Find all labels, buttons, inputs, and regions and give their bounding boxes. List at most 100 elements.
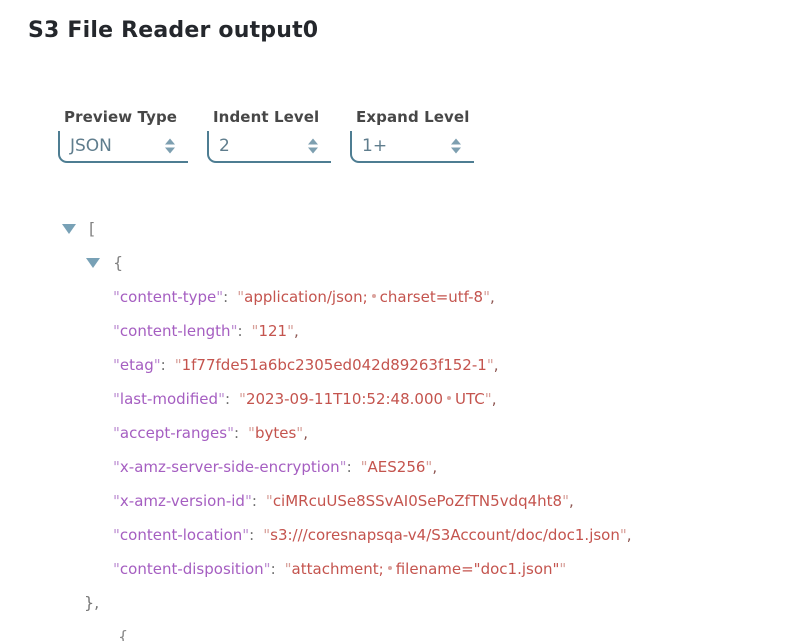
- key-quote: ": [113, 356, 120, 374]
- json-value: 2023-09-11T10:52:48.000: [245, 390, 444, 408]
- json-tree-row: "content-type":"application/json;charset…: [62, 280, 632, 314]
- json-key: x-amz-server-side-encryption: [119, 458, 340, 476]
- whitespace-dot-icon: [447, 396, 452, 400]
- key-quote: ": [339, 458, 347, 476]
- value-quote: ": [562, 492, 569, 510]
- expand-level-label: Expand Level: [356, 108, 470, 126]
- colon: :: [224, 390, 231, 408]
- json-value: s3:///coresnapsqa-v4/S3Account/doc/doc1.…: [270, 526, 620, 544]
- collapse-arrow-icon[interactable]: [86, 258, 100, 268]
- json-value: ciMRcuUSe8SSvAI0SePoZfTN5vdq4ht8: [272, 492, 563, 510]
- key-quote: ": [113, 322, 120, 340]
- key-quote: ": [153, 356, 161, 374]
- arrow-down-icon[interactable]: [308, 147, 318, 154]
- json-tree-row: [: [62, 212, 632, 246]
- value-quote: ": [559, 560, 567, 578]
- value-quote: ": [237, 288, 245, 306]
- expand-level-control: Expand Level 1+: [350, 108, 474, 163]
- json-value: attachment;: [291, 560, 384, 578]
- indent-level-value: 2: [219, 136, 230, 156]
- value-quote: ": [296, 424, 304, 442]
- spinner-icon: [451, 138, 461, 154]
- value-quote: ": [619, 526, 627, 544]
- json-tree-row: "x-amz-version-id":"ciMRcuUSe8SSvAI0SePo…: [62, 484, 632, 518]
- indent-level-control: Indent Level 2: [207, 108, 331, 163]
- colon: :: [251, 492, 257, 510]
- json-tree-row: "content-location":"s3:///coresnapsqa-v4…: [62, 518, 632, 552]
- json-key: content-location: [119, 526, 243, 544]
- colon: :: [249, 526, 255, 544]
- array-open-bracket: [: [89, 219, 96, 238]
- json-tree-row: {: [62, 246, 632, 280]
- json-tree-row: "accept-ranges":"bytes",: [62, 416, 632, 450]
- json-value: 1f77fde51a6bc2305ed042d89263f152-1: [181, 356, 487, 374]
- value-quote: ": [425, 458, 433, 476]
- json-tree-row: "content-length":"121",: [62, 314, 632, 348]
- key-quote: ": [263, 560, 271, 578]
- colon: :: [223, 288, 229, 306]
- arrow-down-icon[interactable]: [451, 147, 461, 154]
- value-quote: ": [174, 356, 182, 374]
- json-key: etag: [119, 356, 154, 374]
- json-value: bytes: [254, 424, 297, 442]
- indent-level-label: Indent Level: [213, 108, 320, 126]
- trailing-comma: ,: [569, 492, 574, 510]
- json-key: content-disposition: [119, 560, 264, 578]
- arrow-up-icon[interactable]: [165, 138, 175, 145]
- preview-type-select[interactable]: JSON: [58, 131, 188, 163]
- key-quote: ": [113, 424, 120, 442]
- expand-level-select[interactable]: 1+: [350, 131, 474, 163]
- json-value: AES256: [367, 458, 426, 476]
- json-key: last-modified: [119, 390, 219, 408]
- key-quote: ": [242, 526, 250, 544]
- preview-type-label: Preview Type: [64, 108, 178, 126]
- json-key: x-amz-version-id: [119, 492, 245, 510]
- object-close-brace: },: [84, 593, 100, 612]
- arrow-down-icon[interactable]: [165, 147, 175, 154]
- json-tree-row: "content-disposition":"attachment;filena…: [62, 552, 632, 586]
- value-quote: ": [287, 322, 294, 340]
- key-quote: ": [244, 492, 252, 510]
- key-quote: ": [113, 458, 120, 476]
- json-value: charset=utf-8: [379, 288, 484, 306]
- arrow-up-icon[interactable]: [451, 138, 461, 145]
- json-key: accept-ranges: [119, 424, 228, 442]
- json-key: content-type: [119, 288, 217, 306]
- object-open-brace: {: [113, 253, 124, 272]
- page-title: S3 File Reader output0: [28, 18, 319, 43]
- expand-level-value: 1+: [362, 136, 388, 156]
- spinner-icon: [165, 138, 175, 154]
- json-tree-row: "etag":"1f77fde51a6bc2305ed042d89263f152…: [62, 348, 632, 382]
- trailing-comma: ,: [293, 322, 299, 340]
- key-quote: ": [216, 288, 224, 306]
- colon: :: [346, 458, 352, 476]
- value-quote: ": [284, 560, 292, 578]
- json-value: UTC: [455, 390, 485, 408]
- value-quote: ": [484, 390, 492, 408]
- json-value: filename="doc1.json": [395, 560, 560, 578]
- preview-type-value: JSON: [70, 136, 112, 156]
- trailing-comma: ,: [626, 526, 632, 544]
- indent-level-select[interactable]: 2: [207, 131, 331, 163]
- json-tree-row: "last-modified":"2023-09-11T10:52:48.000…: [62, 382, 632, 416]
- next-object-brace-partial: {: [118, 627, 129, 641]
- json-value: 121: [258, 322, 288, 340]
- colon: :: [233, 424, 240, 442]
- key-quote: ": [113, 288, 120, 306]
- preview-controls: Preview Type JSON Indent Level 2 Expand …: [58, 108, 474, 163]
- key-quote: ": [218, 390, 225, 408]
- value-quote: ": [239, 390, 246, 408]
- json-tree: [ { "content-type":"application/json;chars…: [62, 212, 632, 641]
- key-quote: ": [113, 390, 120, 408]
- value-quote: ": [263, 526, 271, 544]
- whitespace-dot-icon: [371, 294, 376, 298]
- preview-type-control: Preview Type JSON: [58, 108, 188, 163]
- trailing-comma: ,: [432, 458, 438, 476]
- value-quote: ": [360, 458, 368, 476]
- spinner-icon: [308, 138, 318, 154]
- arrow-up-icon[interactable]: [308, 138, 318, 145]
- collapse-arrow-icon[interactable]: [62, 224, 76, 234]
- whitespace-dot-icon: [387, 566, 392, 570]
- json-tree-row: "x-amz-server-side-encryption":"AES256",: [62, 450, 632, 484]
